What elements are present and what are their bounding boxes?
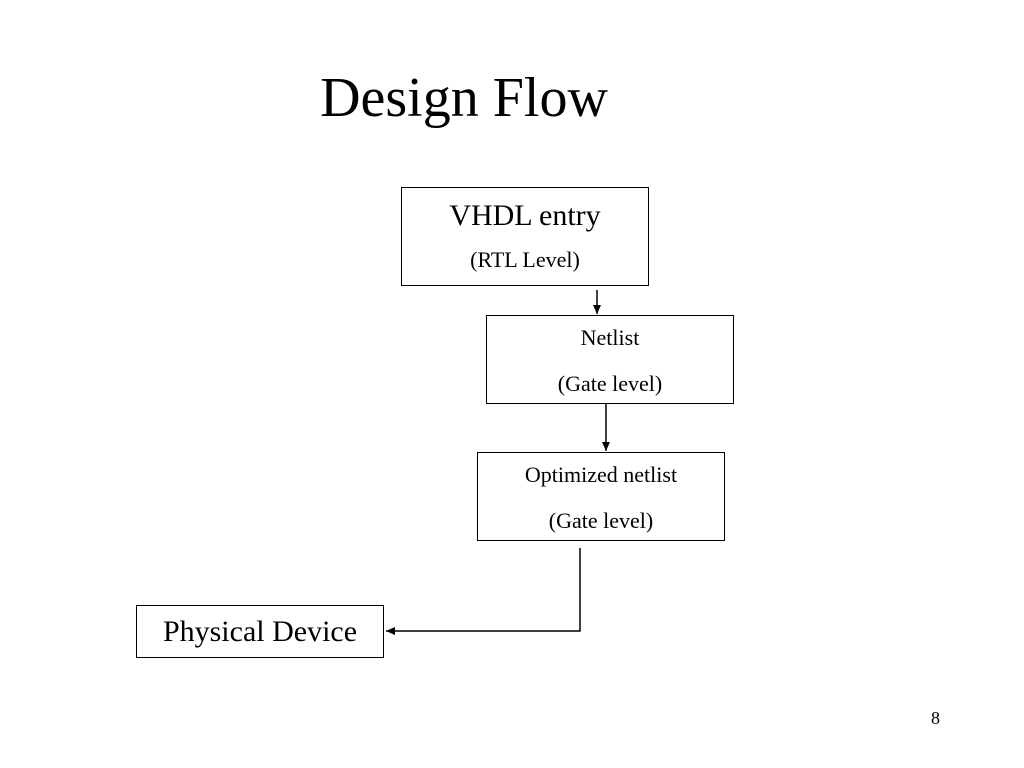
physical-device-label: Physical Device: [162, 615, 358, 648]
netlist-sublabel: (Gate level): [557, 371, 663, 396]
vhdl-entry-label: VHDL entry: [449, 199, 601, 232]
optimized-netlist-box: Optimized netlist (Gate level): [477, 452, 725, 541]
optimized-netlist-sublabel: (Gate level): [548, 508, 654, 533]
netlist-label: Netlist: [580, 325, 640, 350]
edge-optimized-to-physical: [386, 548, 581, 635]
optimized-netlist-label: Optimized netlist: [524, 462, 678, 487]
vhdl-entry-box: VHDL entry (RTL Level): [401, 187, 649, 286]
vhdl-entry-sublabel: (RTL Level): [470, 247, 580, 272]
physical-device-box: Physical Device: [136, 605, 384, 658]
page-number: 8: [931, 708, 940, 728]
netlist-box: Netlist (Gate level): [486, 315, 734, 404]
slide-title: Design Flow: [320, 67, 608, 129]
